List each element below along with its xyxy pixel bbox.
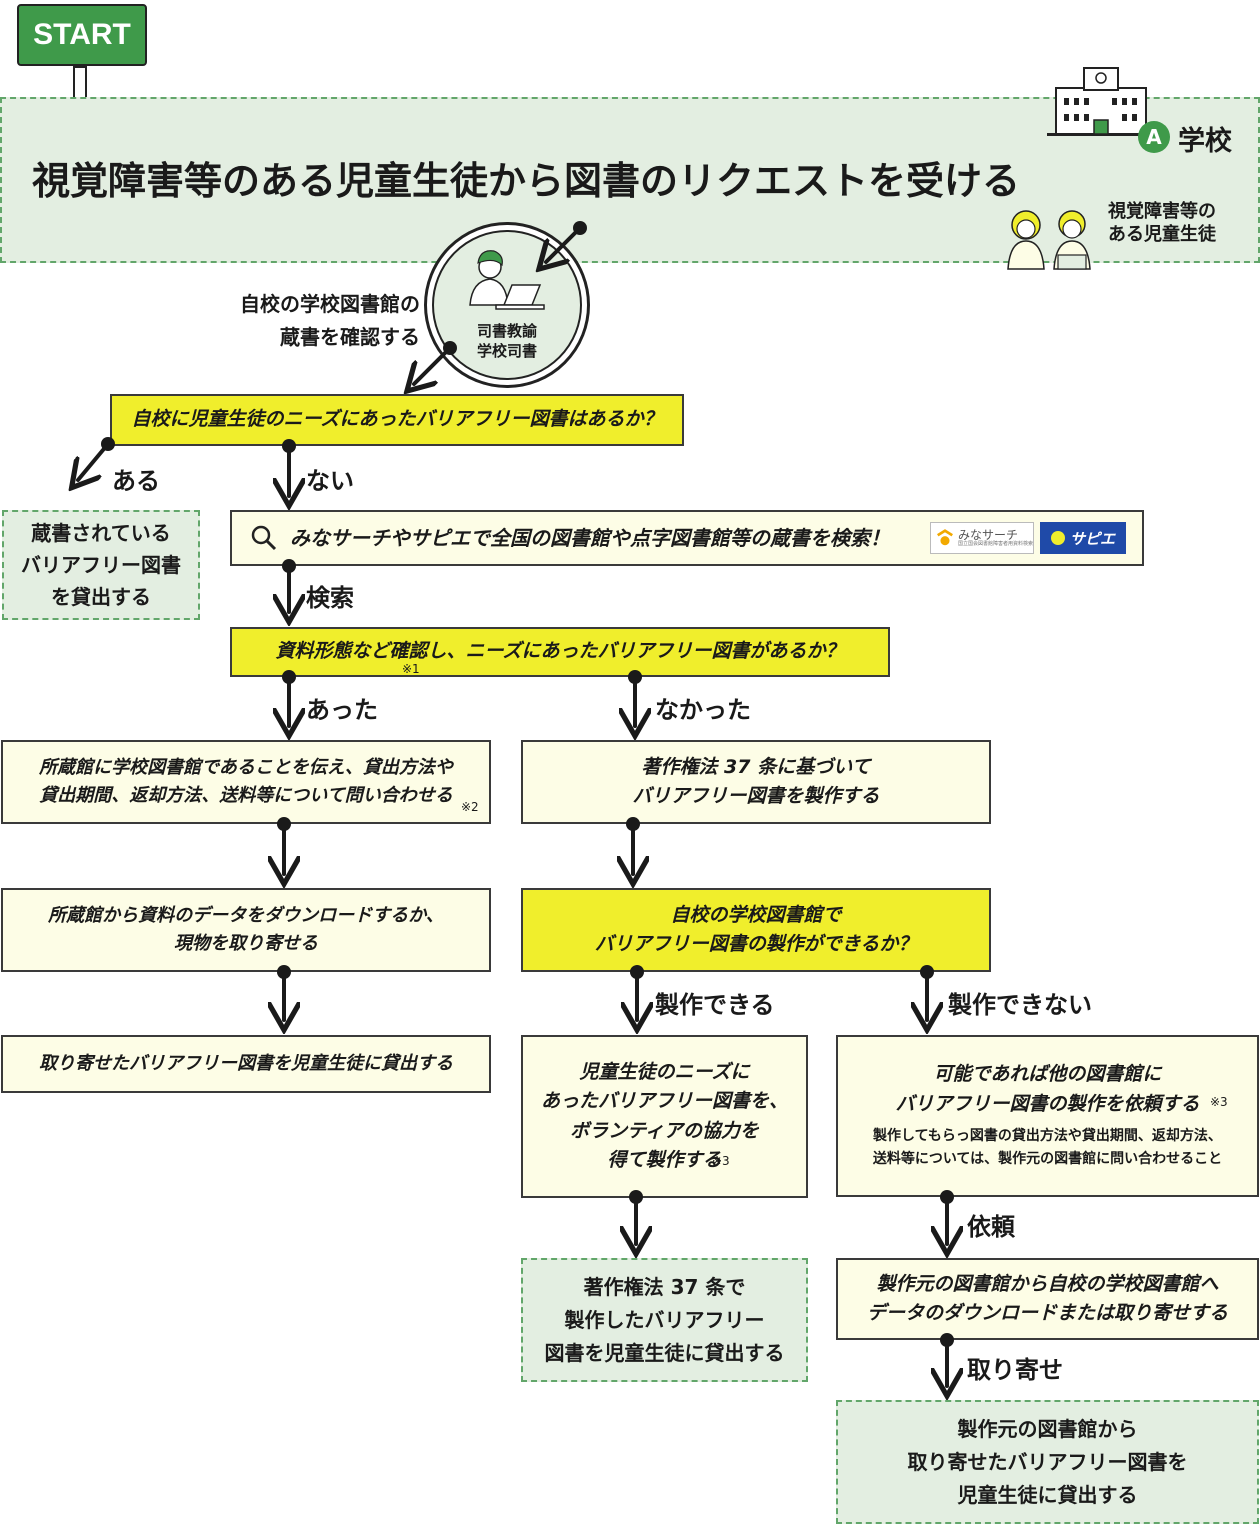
start-label: START [33,18,131,51]
lend-own-collection: 蔵書されている バリアフリー図書 を貸出する [2,510,200,620]
produce-under-article37: 著作権法 37 条に基づいて バリアフリー図書を製作する [521,740,991,824]
start-sign: START [17,4,147,66]
search-icon [251,525,277,551]
arrow-to-actor [546,226,582,262]
actor-label: 司書教諭 学校司書 [476,322,537,360]
students-icon [1007,210,1091,270]
branch-yes-label: ある [112,467,160,495]
question-own-collection: 自校に児童生徒のニーズにあったバリアフリー図書はあるか？ [110,394,684,446]
produce-with-volunteers: 児童生徒のニーズに あったバリアフリー図書を、 ボランティアの協力を 得て製作す… [521,1035,808,1198]
branch-can-label: 製作できる [655,991,775,1019]
branch-found-label: あった [306,696,378,724]
branch-request-label: 依頼 [967,1213,1015,1241]
minasearch-logo[interactable]: みなサーチ 国立国会図書館障害者用資料検索 [930,522,1034,554]
librarian-icon [469,250,545,310]
branch-notfound-label: なかった [655,696,751,724]
branch-fetch-label: 取り寄せ [967,1356,1063,1384]
note-3b: ※3 [1210,1095,1228,1109]
branch-cannot-label: 製作できない [948,991,1092,1019]
page-title: 視覚障害等のある児童生徒から図書のリクエストを受ける [32,159,1021,203]
note-1: ※1 [402,662,420,676]
branch-no-label: ない [306,467,354,495]
arrow-yes [78,442,110,480]
receive-from-producer: 製作元の図書館から自校の学校図書館へ データのダウンロードまたは取り寄せする [836,1258,1259,1340]
students-label: 視覚障害等の ある児童生徒 [1108,201,1216,246]
note-3a: ※3 [712,1154,730,1168]
header-panel [0,97,1260,263]
location-label: 学校 [1178,126,1232,157]
branch-search-label: 検索 [306,584,354,612]
request-other-library: 可能であれば他の図書館に バリアフリー図書の製作を依頼する 製作してもらっ図書の… [836,1035,1259,1197]
school-building-icon [1047,67,1156,136]
lend-borrowed-book: 取り寄せたバリアフリー図書を児童生徒に貸出する [1,1035,491,1093]
lend-produced-book: 著作権法 37 条で 製作したバリアフリー 図書を児童生徒に貸出する [521,1258,808,1382]
actor-action: 自校の学校図書館の 蔵書を確認する [240,292,420,349]
search-catalogs: みなサーチやサピエで全国の図書館や点字図書館等の蔵書を検索！ [230,510,1144,566]
download-or-borrow: 所蔵館から資料のデータをダウンロードするか、 現物を取り寄せる [1,888,491,972]
question-can-produce: 自校の学校図書館で バリアフリー図書の製作ができるか？ [521,888,991,972]
note-2: ※2 [461,800,479,814]
minasearch-mark-icon [937,529,953,546]
sapie-mark-icon [1050,531,1065,545]
location-badge: A [1138,121,1170,153]
inquire-holding-library: 所蔵館に学校図書館であることを伝え、貸出方法や 貸出期間、返却方法、送料等につい… [1,740,491,824]
question-nationwide: 資料形態など確認し、ニーズにあったバリアフリー図書があるか？ [230,627,890,677]
sapie-logo[interactable]: サピエ [1040,522,1126,554]
arrow-to-q1 [414,346,452,384]
lend-from-producer: 製作元の図書館から 取り寄せたバリアフリー図書を 児童生徒に貸出する [836,1400,1259,1524]
